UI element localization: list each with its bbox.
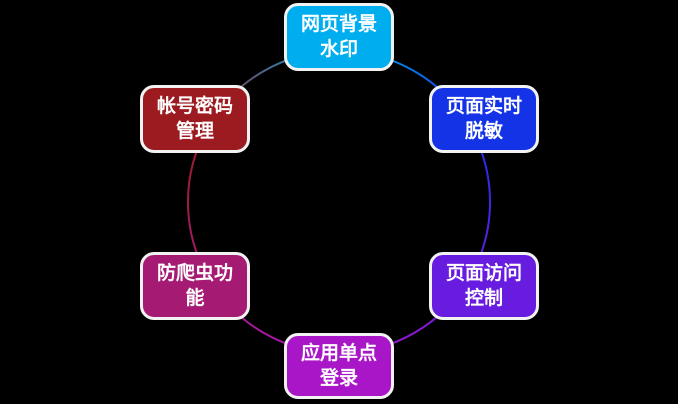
node-label-line: 应用单点 bbox=[300, 343, 377, 364]
node-label-line: 网页背景 bbox=[300, 14, 377, 35]
node-label-line: 水印 bbox=[319, 39, 358, 60]
node-label-line: 登录 bbox=[319, 368, 358, 389]
node-label-line: 控制 bbox=[464, 288, 503, 309]
node-label-line: 防爬虫功 bbox=[156, 263, 233, 284]
node-label-line: 管理 bbox=[175, 121, 214, 142]
node-page-realtime-masking: 页面实时 脱敏 bbox=[429, 85, 539, 153]
node-label-line: 能 bbox=[185, 288, 205, 309]
node-label-line: 页面实时 bbox=[445, 96, 522, 117]
node-page-access-control: 页面访问 控制 bbox=[429, 252, 539, 320]
node-app-single-sign-on: 应用单点 登录 bbox=[284, 333, 394, 399]
node-web-background-watermark: 网页背景 水印 bbox=[284, 3, 394, 71]
node-label-line: 脱敏 bbox=[464, 121, 503, 142]
node-label-line: 帐号密码 bbox=[156, 96, 233, 117]
node-anti-crawler: 防爬虫功 能 bbox=[140, 252, 250, 320]
node-account-password-management: 帐号密码 管理 bbox=[140, 85, 250, 153]
node-label-line: 页面访问 bbox=[445, 263, 522, 284]
